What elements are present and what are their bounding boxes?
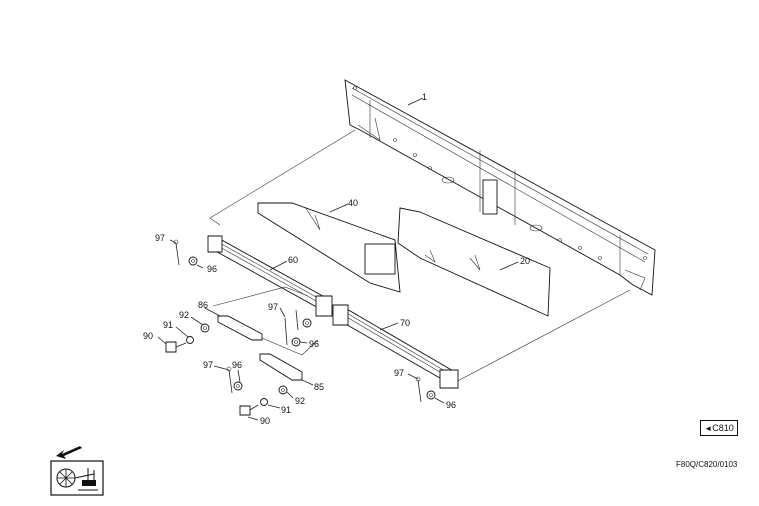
- callout-96d: 96: [446, 400, 456, 410]
- pin-97d: [415, 376, 422, 403]
- callout-85: 85: [314, 382, 324, 392]
- callout-97a: 97: [155, 233, 165, 243]
- callout-96b: 96: [309, 339, 319, 349]
- panel-part-20: [397, 207, 551, 317]
- callout-92b: 92: [295, 396, 305, 406]
- callout-60: 60: [288, 255, 298, 265]
- drawing-code: F80Q/C820/0103: [676, 460, 738, 469]
- panel-part-40: [257, 202, 401, 293]
- frame-part-1: [344, 79, 656, 296]
- callout-91a: 91: [163, 320, 173, 330]
- harvester-section-icon: [50, 460, 104, 496]
- callout-90a: 90: [143, 331, 153, 341]
- bolt-90a: [165, 341, 187, 353]
- callout-97b: 97: [268, 302, 278, 312]
- callout-97c: 97: [203, 360, 213, 370]
- callout-20: 20: [520, 256, 530, 266]
- callout-1: 1: [422, 92, 427, 102]
- callout-86: 86: [198, 300, 208, 310]
- rail-part-70: [332, 304, 459, 389]
- rail-part-60: [207, 235, 333, 317]
- pin-97a: [173, 239, 180, 266]
- direction-arrow-icon: [56, 446, 82, 459]
- reference-link-c810[interactable]: ◄C810: [700, 420, 738, 436]
- bolt-90b: [239, 404, 259, 416]
- callout-92a: 92: [179, 310, 189, 320]
- callout-97d: 97: [394, 368, 404, 378]
- pin-97b: [284, 309, 299, 346]
- callout-96c: 96: [232, 360, 242, 370]
- callout-96a: 96: [207, 264, 217, 274]
- callout-70: 70: [400, 318, 410, 328]
- left-arrow-icon: ◄: [704, 424, 713, 433]
- callout-40: 40: [348, 198, 358, 208]
- pin-97c: [226, 366, 233, 394]
- reference-code: C810: [712, 423, 734, 433]
- callout-90b: 90: [260, 416, 270, 426]
- callout-91b: 91: [281, 405, 291, 415]
